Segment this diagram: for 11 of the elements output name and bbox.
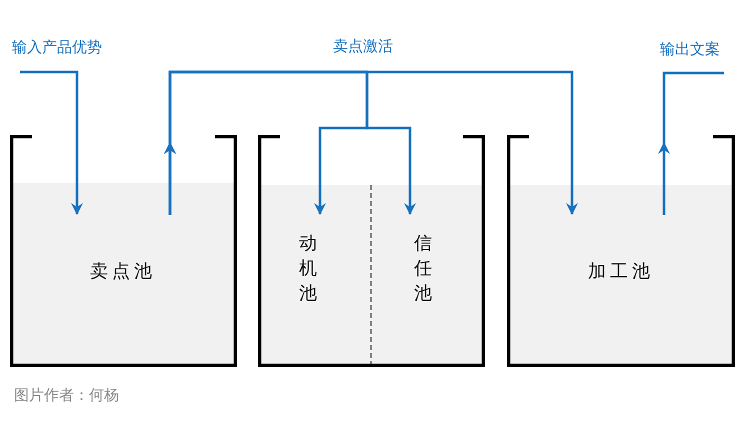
arrow (658, 72, 724, 215)
arrow (20, 70, 83, 215)
pool-label: 卖点池 (90, 261, 156, 283)
pool-label: 加工池 (588, 261, 654, 283)
flow-label: 输入产品优势 (12, 38, 102, 56)
flow-label: 卖点激活 (333, 37, 393, 55)
flow-label: 输出文案 (660, 40, 720, 58)
arrow (164, 70, 578, 215)
caption: 图片作者：何杨 (14, 386, 119, 405)
pool-label: 信任池 (413, 231, 433, 306)
pool-label: 动机池 (298, 231, 318, 306)
